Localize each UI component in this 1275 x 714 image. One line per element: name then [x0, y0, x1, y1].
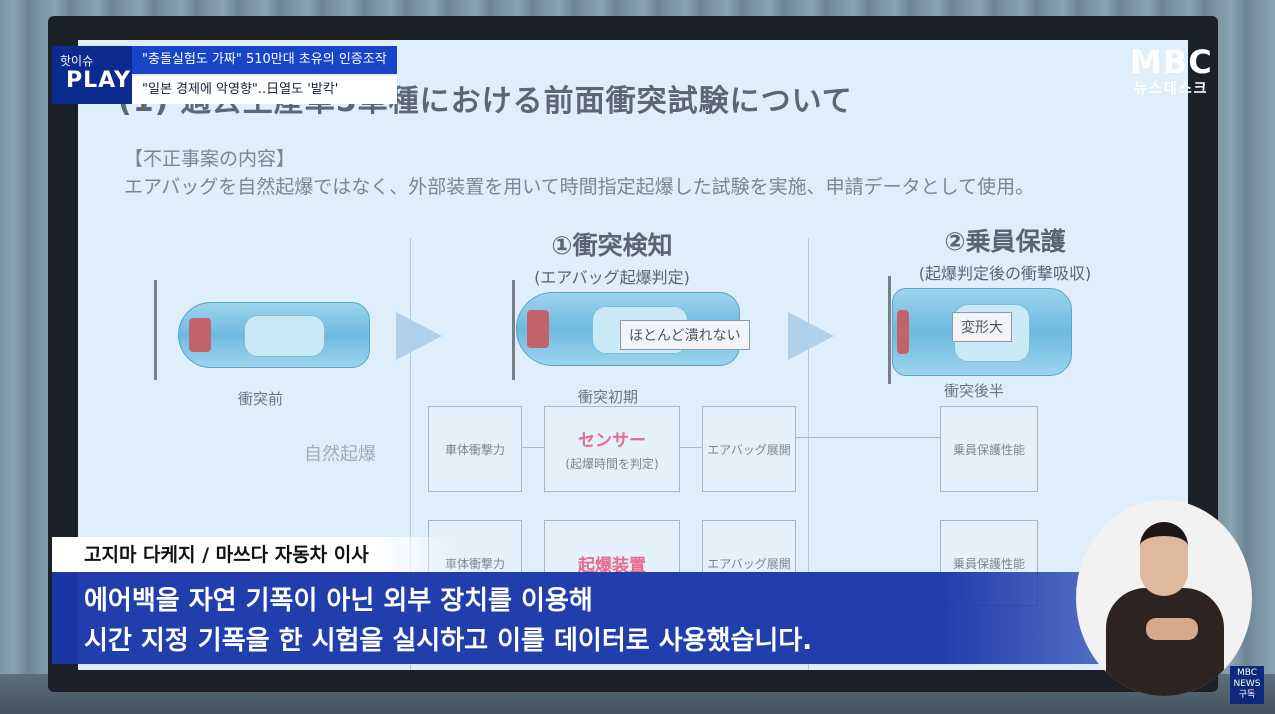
sensor-label: センサー — [578, 431, 646, 451]
program-badge: 핫이슈 PLAY — [52, 46, 132, 104]
car-engine — [527, 310, 549, 348]
stage-label-late: 衝突後半 — [944, 382, 1005, 400]
detonator-label: 起爆装置 — [578, 555, 646, 576]
column-title: ②乗員保護 — [944, 227, 1066, 256]
interpreter-head — [1140, 522, 1188, 596]
column-divider — [410, 238, 411, 670]
arrow-icon — [788, 312, 834, 360]
subscribe-button[interactable]: MBC NEWS 구독 — [1230, 666, 1264, 704]
caption-line-2: 시간 지정 기폭을 한 시험을 실시하고 이를 데이터로 사용했습니다. — [84, 626, 813, 656]
mbc-logo: MBC 뉴스데스크 — [1130, 46, 1213, 98]
headline-1: "충돌실험도 가짜" 510만대 초유의 인증조작 — [132, 46, 397, 74]
car-engine — [189, 318, 211, 352]
subscribe-logo: MBC NEWS — [1233, 668, 1261, 689]
speaker-name-tag: 고지마 다케지 / 마쓰다 자동차 이사 — [52, 537, 462, 573]
program-badge-play: PLAY — [66, 68, 131, 93]
stage-label-initial: 衝突初期 — [578, 388, 639, 406]
box-airbag-deploy: エアバッグ展開 — [702, 406, 796, 492]
crash-barrier — [512, 280, 515, 380]
tag-barely-crushed: ほとんど潰れない — [620, 320, 750, 350]
box-occupant-protection: 乗員保護性能 — [940, 406, 1038, 492]
flow-line — [678, 447, 702, 448]
headline-2: "일본 경제에 악영향"..日열도 '발칵' — [132, 76, 397, 104]
mbc-logo-main: MBC — [1130, 43, 1213, 81]
column-subtitle: (起爆判定後の衝撃吸収) — [918, 264, 1092, 283]
box-sensor: センサー (起爆時間を判定) — [544, 406, 680, 492]
car-cabin — [243, 314, 326, 358]
column-title: ①衝突検知 — [551, 231, 673, 260]
case-label: 【不正事案の内容】 — [124, 148, 296, 170]
news-bug: 핫이슈 PLAY "충돌실험도 가짜" 510만대 초유의 인증조작 "일본 경… — [52, 46, 397, 104]
sign-language-interpreter — [1076, 500, 1252, 696]
crash-barrier — [154, 280, 157, 380]
caption-line-1: 에어백을 자연 기폭이 아닌 외부 장치를 이용해 — [84, 586, 593, 616]
box-body-impact: 車体衝撃力 — [428, 406, 522, 492]
case-description: エアバッグを自然起爆ではなく、外部装置を用いて時間指定起爆した試験を実施、申請デ… — [124, 176, 1035, 198]
stage-label-before: 衝突前 — [238, 390, 284, 408]
program-badge-small: 핫이슈 — [60, 54, 94, 68]
subscribe-label: 구독 — [1238, 690, 1256, 700]
interpreter-hands — [1146, 618, 1198, 640]
tag-large-deformation: 変形大 — [952, 312, 1012, 342]
column-subtitle: (エアバッグ起爆判定) — [534, 268, 690, 287]
mbc-logo-sub: 뉴스데스크 — [1134, 81, 1209, 97]
crash-barrier — [888, 276, 891, 384]
arrow-icon — [396, 312, 442, 360]
column-header-collision-detection: ①衝突検知 (エアバッグ起爆判定) — [492, 226, 732, 288]
flow-line — [520, 447, 544, 448]
row-label-natural: 自然起爆 — [304, 444, 376, 465]
car-engine — [897, 309, 909, 355]
car-before-crash — [178, 302, 370, 368]
column-header-occupant-protection: ②乗員保護 (起爆判定後の衝撃吸収) — [885, 222, 1125, 284]
flow-line — [794, 437, 940, 438]
interpreter-body — [1106, 588, 1224, 696]
subtitle-caption: 에어백을 자연 기폭이 아닌 외부 장치를 이용해 시간 지정 기폭을 한 시험… — [52, 572, 1102, 664]
sensor-sublabel: (起爆時間を判定) — [565, 457, 659, 471]
column-divider — [808, 238, 809, 670]
